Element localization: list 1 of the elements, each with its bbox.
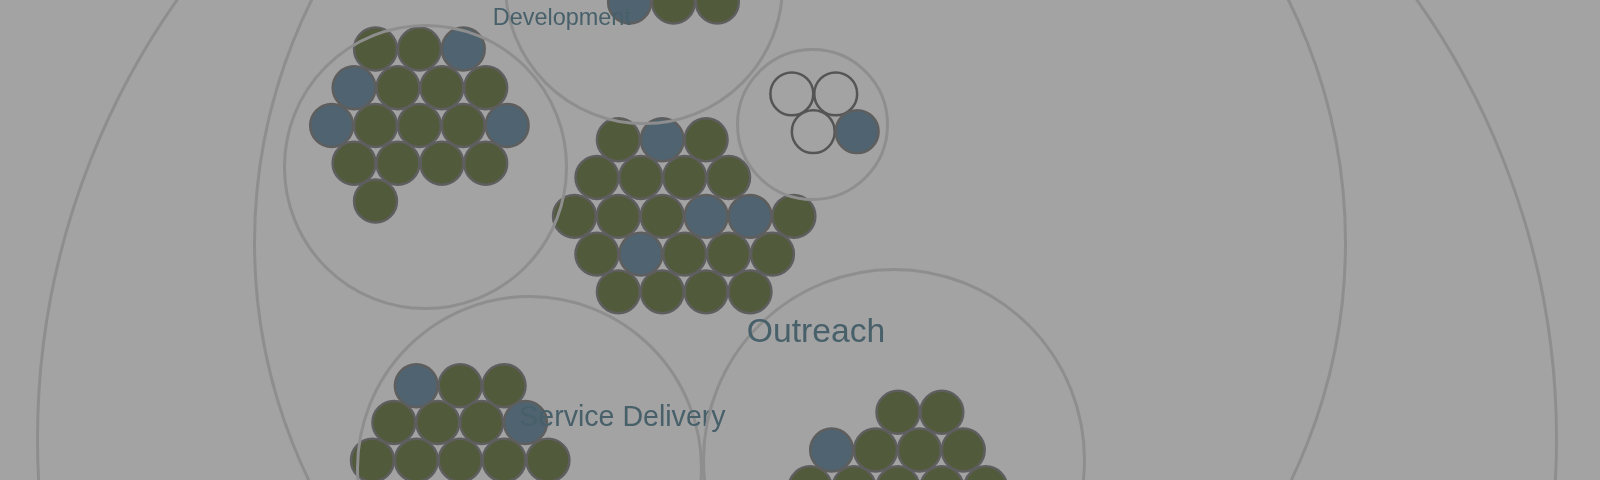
- group-label: Outreach: [746, 314, 886, 348]
